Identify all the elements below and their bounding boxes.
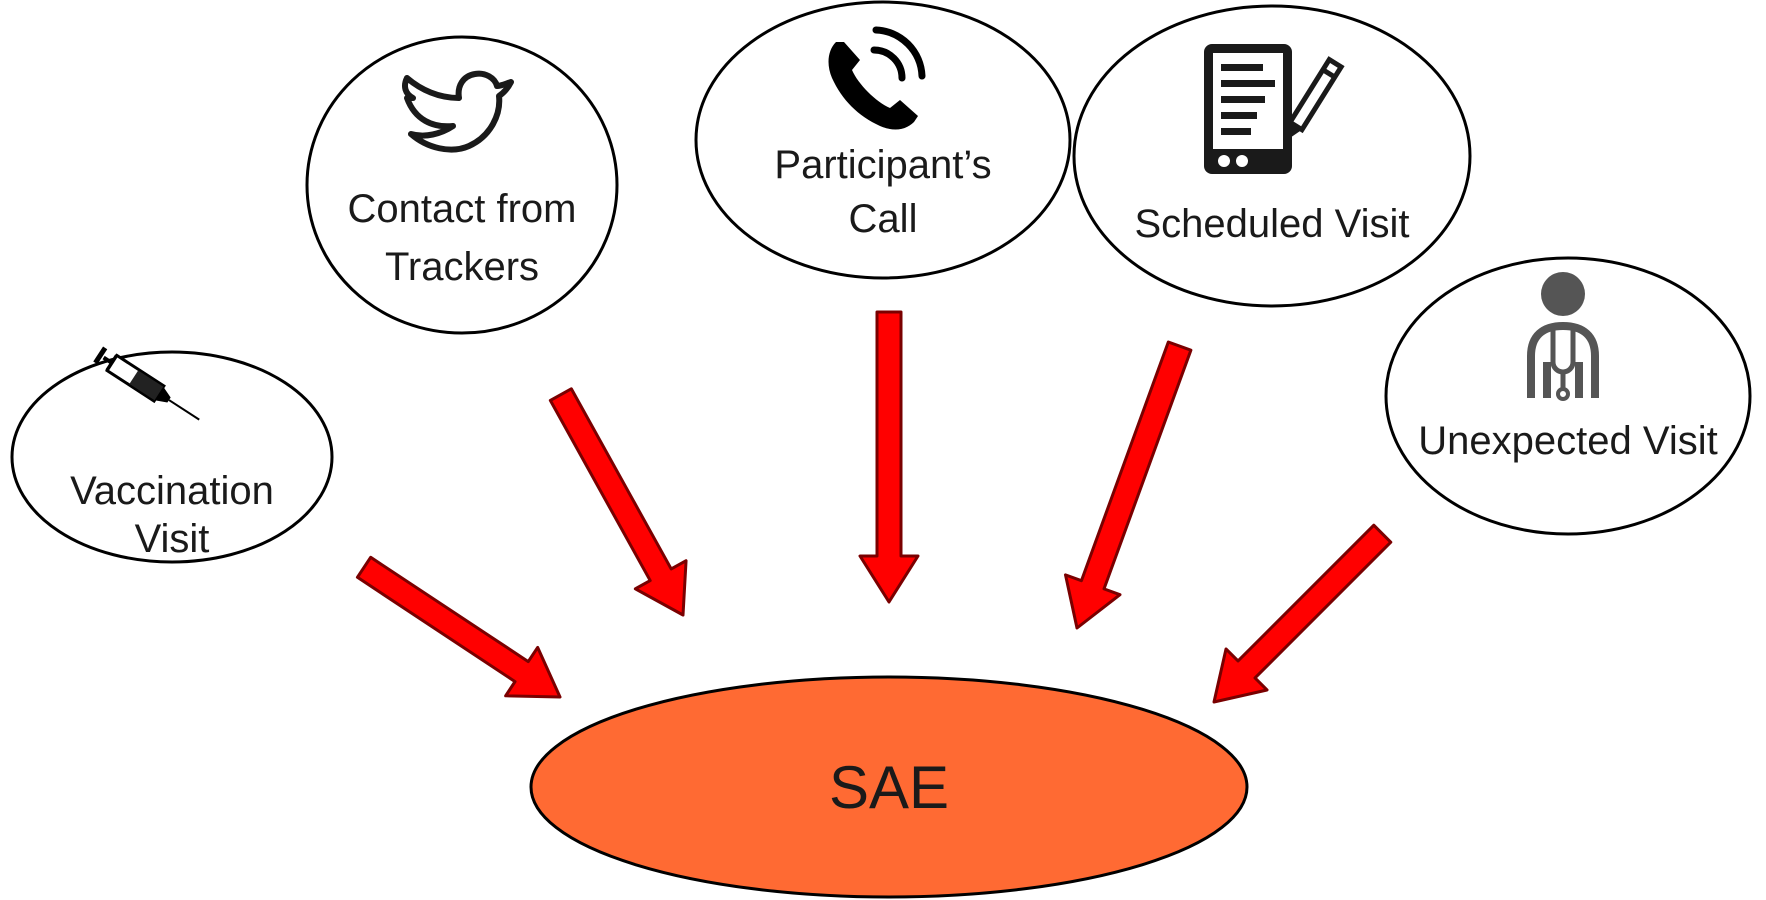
node-contact-from-trackers: Contact from Trackers xyxy=(305,35,619,335)
node-trackers-label-line2: Trackers xyxy=(385,245,539,289)
node-trackers-label-line1: Contact from xyxy=(348,187,577,231)
sae-target: SAE xyxy=(529,675,1249,899)
node-unexpected-label: Unexpected Visit xyxy=(1418,419,1717,463)
arrow-call-to-sae xyxy=(858,310,920,604)
sae-label: SAE xyxy=(829,754,949,821)
arrow-vaccination-to-sae xyxy=(355,555,562,699)
node-call-label-line2: Call xyxy=(849,197,918,241)
node-unexpected-visit: Unexpected Visit xyxy=(1384,256,1752,536)
node-vaccination-label-line2: Visit xyxy=(135,517,210,561)
arrow-scheduled-to-sae xyxy=(1063,340,1193,630)
doctor-stethoscope-icon xyxy=(1527,272,1599,401)
arrow-unexpected-to-sae xyxy=(1212,523,1393,704)
clipboard-form-icon xyxy=(1204,44,1345,174)
twitter-bird-icon xyxy=(402,70,514,153)
node-vaccination-visit: Vaccination Visit xyxy=(10,346,334,564)
node-scheduled-label: Scheduled Visit xyxy=(1135,202,1410,246)
node-participants-call: Participant’s Call xyxy=(694,0,1072,280)
syringe-icon xyxy=(93,346,200,421)
node-vaccination-label-line1: Vaccination xyxy=(70,469,274,513)
phone-call-icon xyxy=(828,26,926,130)
node-scheduled-visit: Scheduled Visit xyxy=(1072,4,1472,308)
node-call-label-line1: Participant’s xyxy=(774,143,991,187)
arrow-trackers-to-sae xyxy=(548,387,688,617)
